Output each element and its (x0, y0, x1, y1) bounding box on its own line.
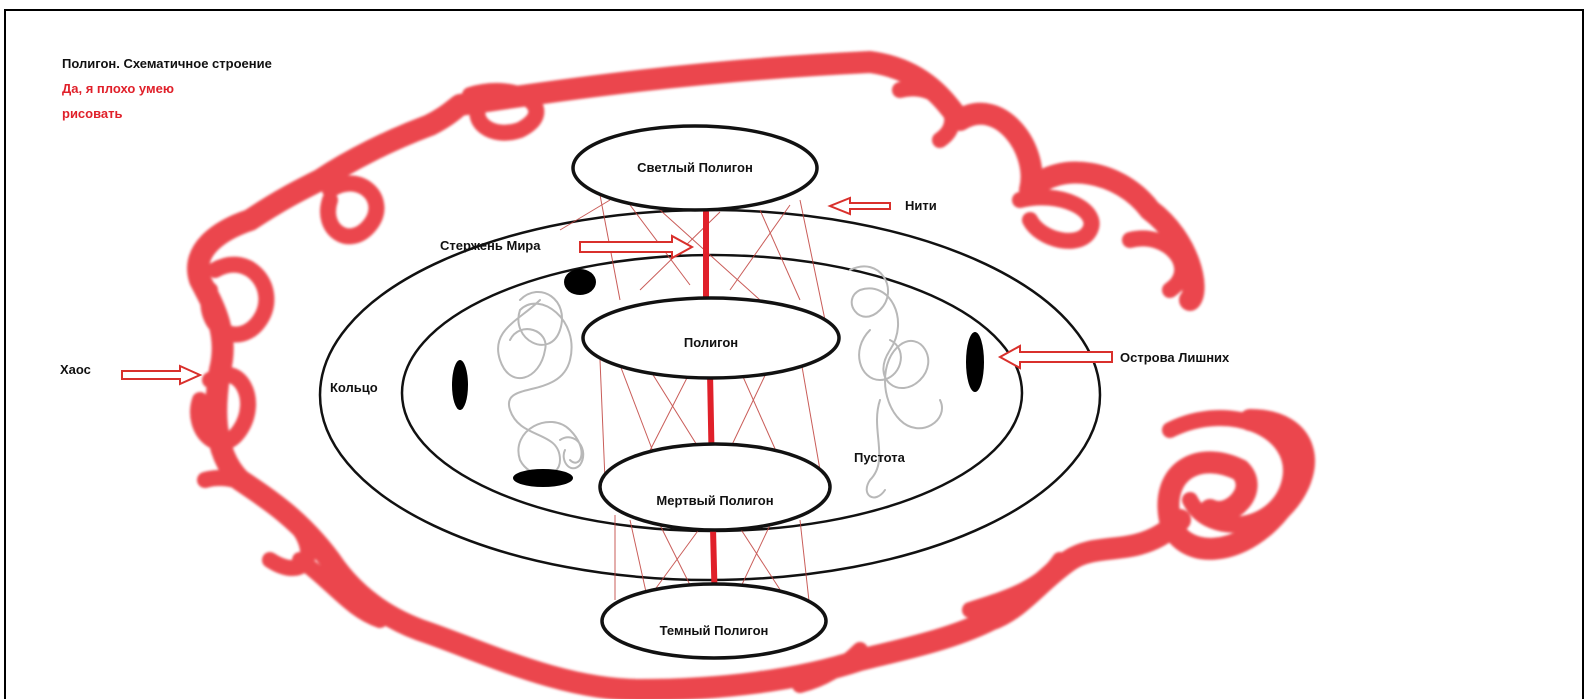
world-rod-arrow (579, 234, 695, 260)
dead-polygon-ellipse (598, 442, 832, 532)
world-rod-label: Стержень Мира (440, 238, 541, 253)
threads-label: Нити (905, 198, 937, 213)
dark-polygon-label: Темный Полигон (660, 623, 769, 638)
void-tangle-left (497, 290, 585, 476)
light-polygon-label: Светлый Полигон (637, 160, 753, 175)
void-label: Пустота (854, 450, 906, 465)
threads (559, 194, 826, 611)
extra-islands-label: Острова Лишних (1120, 350, 1230, 365)
chaos-scribble (187, 51, 1315, 699)
threads-arrow (827, 196, 891, 216)
island-bottom (513, 469, 573, 487)
void-tangle-right (849, 265, 943, 499)
light-polygon-ellipse (571, 124, 819, 212)
island-top (564, 269, 596, 295)
polygon-label: Полигон (684, 335, 738, 350)
image-frame (4, 9, 1584, 699)
chaos-stroke-loops (190, 80, 1299, 693)
island-right (966, 332, 984, 392)
subtitle-line-2: рисовать (62, 106, 123, 121)
diagram-title: Полигон. Схематичное строение (62, 56, 272, 71)
dark-polygon-ellipse (600, 582, 828, 660)
polygon-ellipse (581, 296, 841, 380)
chaos-arrow (121, 364, 203, 386)
subtitle-line-1: Да, я плохо умею (62, 81, 174, 96)
extra-islands (452, 269, 984, 487)
dead-polygon-label: Мертвый Полигон (656, 493, 773, 508)
chaos-label: Хаос (60, 362, 91, 377)
extra-islands-arrow (997, 344, 1113, 370)
arrows (121, 196, 1113, 386)
world-rod (703, 209, 718, 613)
island-left (452, 360, 468, 410)
ring-label: Кольцо (330, 380, 378, 395)
